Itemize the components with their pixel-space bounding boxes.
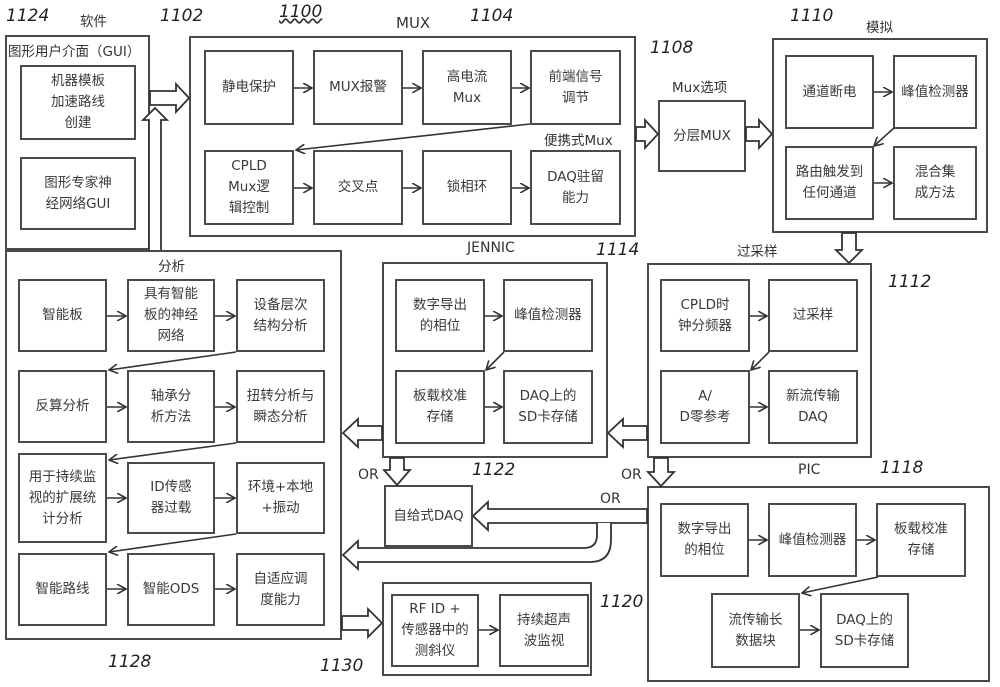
portable-mux-label: 便携式Mux (544, 129, 613, 149)
block-arrow-layered-to-analog (746, 120, 772, 148)
or-label-pic: OR (600, 491, 621, 507)
mux-block-pll: 锁相环 (422, 150, 512, 225)
ref-1120: 1120 (600, 592, 643, 612)
ref-1104: 1104 (470, 6, 513, 26)
pic-block-sd-card: DAQ上的 SD卡存储 (820, 593, 909, 668)
jennic-title: JENNIC (467, 240, 515, 256)
oversample-block-ad-zero: A/ D零参考 (660, 370, 750, 444)
pic-block-calibration: 板载校准 存储 (876, 503, 966, 577)
analysis-block-id-sensor: ID传感 器过载 (127, 462, 215, 534)
jennic-block-calibration: 板载校准 存储 (395, 370, 485, 444)
gui-block-expert-nn: 图形专家神 经网络GUI (20, 157, 136, 230)
analysis-block-adaptive: 自适应调 度能力 (236, 553, 325, 626)
mux-block-frontend: 前端信号 调节 (530, 50, 621, 125)
mux-block-alarm: MUX报警 (313, 50, 403, 125)
mux-block-esd: 静电保护 (204, 50, 294, 125)
analysis-block-neural-net: 具有智能 板的神经 网络 (127, 279, 215, 352)
analog-block-peak-detector: 峰值检测器 (893, 55, 977, 129)
rfid-block-ultrasonic: 持续超声 波监视 (499, 594, 589, 667)
analysis-block-smart-route: 智能路线 (18, 553, 107, 626)
analog-block-route-trigger: 路由触发到 任何通道 (785, 146, 874, 220)
analysis-block-hierarchy: 设备层次 结构分析 (236, 279, 325, 352)
gui-title: 图形用户介面（GUI） (8, 40, 140, 60)
ref-1114: 1114 (596, 240, 639, 260)
rfid-block-inclinometer: RF ID + 传感器中的 测斜仪 (391, 594, 479, 667)
mux-title: MUX (396, 14, 430, 32)
ref-1124: 1124 (6, 6, 49, 26)
block-arrow-analysis-to-rfid (342, 609, 382, 637)
block-arrow-oversample-to-jennic (608, 419, 647, 447)
block-arrow-jennic-to-selfdaq (384, 458, 410, 485)
ref-1102: 1102 (160, 6, 203, 26)
block-arrow-analog-to-oversample (836, 233, 862, 263)
analog-block-hybrid: 混合集 成方法 (893, 146, 977, 220)
or-label-jennic: OR (358, 467, 379, 483)
ref-1122: 1122 (472, 460, 515, 480)
or-label-oversample: OR (621, 467, 642, 483)
ref-1128: 1128 (108, 652, 151, 672)
block-arrow-mux-to-layered (636, 120, 658, 148)
analysis-block-smart-ods: 智能ODS (127, 553, 215, 626)
mux-block-crosspoint: 交叉点 (313, 150, 403, 225)
analysis-block-back-calc: 反算分析 (18, 370, 107, 443)
pic-title: PIC (798, 462, 820, 478)
pic-block-peak: 峰值检测器 (768, 503, 857, 577)
block-arrow-oversample-to-pic (648, 458, 674, 486)
ref-1130: 1130 (320, 656, 363, 676)
analog-block-channel-off: 通道断电 (785, 55, 874, 129)
oversample-block-cpld-clock: CPLD时 钟分频器 (660, 279, 750, 352)
mux-block-daq-resident: DAQ驻留 能力 (530, 150, 621, 225)
gui-block-template-route: 机器模板 加速路线 创建 (20, 65, 136, 140)
ref-1118: 1118 (880, 458, 923, 478)
analog-title: 模拟 (866, 16, 893, 36)
ref-1108: 1108 (650, 38, 693, 58)
oversample-block-oversampling: 过采样 (768, 279, 858, 352)
analysis-block-extended-stats: 用于持续监 视的扩展统 计分析 (18, 453, 107, 543)
mux-block-cpld: CPLD Mux逻 辑控制 (204, 150, 294, 225)
block-arrow-gui-to-mux (150, 84, 189, 112)
mux-block-high-current: 高电流 Mux (422, 50, 512, 125)
software-title: 软件 (80, 10, 107, 30)
jennic-block-peak: 峰值检测器 (503, 279, 593, 352)
layered-mux-block: 分层MUX (658, 100, 746, 172)
analysis-block-bearing: 轴承分 析方法 (127, 370, 215, 443)
block-arrow-jennic-to-analysis (343, 419, 382, 447)
ref-1100: 1100 (279, 2, 322, 22)
analysis-block-torsion: 扭转分析与 瞬态分析 (236, 370, 325, 443)
oversample-block-streaming-daq: 新流传输 DAQ (768, 370, 858, 444)
analysis-block-smart-board: 智能板 (18, 279, 107, 352)
pic-block-stream-blocks: 流传输长 数据块 (711, 593, 800, 668)
self-contained-daq-block: 自给式DAQ (384, 485, 473, 547)
jennic-block-sd-card: DAQ上的 SD卡存储 (503, 370, 593, 444)
ref-1110: 1110 (790, 6, 833, 26)
jennic-block-phase: 数字导出 的相位 (395, 279, 485, 352)
analysis-block-environment: 环境+本地 +振动 (236, 462, 325, 534)
mux-option-title: Mux选项 (672, 76, 727, 96)
ref-1112: 1112 (888, 272, 931, 292)
pic-block-phase: 数字导出 的相位 (660, 503, 749, 577)
oversample-title: 过采样 (737, 240, 778, 260)
analysis-title: 分析 (158, 255, 185, 275)
